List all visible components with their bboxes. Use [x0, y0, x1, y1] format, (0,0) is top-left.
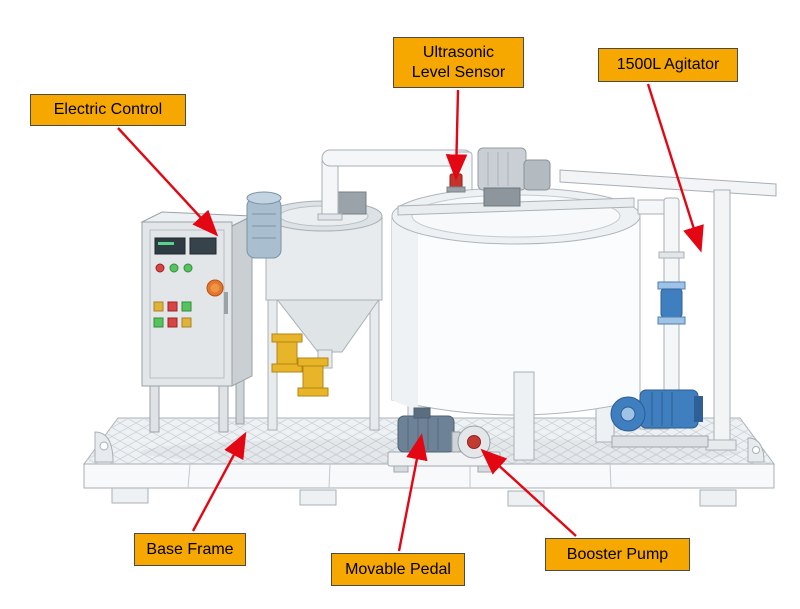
label-movable-pedal-text: Movable Pedal: [345, 560, 451, 578]
panel-button: [167, 317, 178, 328]
arrow-ultrasonic-level-sensor: [445, 89, 468, 181]
arrow-base-frame: [191, 431, 247, 532]
label-base-frame: Base Frame: [134, 533, 246, 566]
lifting-lug: [747, 437, 765, 463]
skid-foot: [699, 489, 737, 507]
arrow-agitator: [646, 83, 704, 253]
cabinet-handle: [224, 292, 228, 314]
agitator-motor: [477, 147, 551, 207]
label-electric-control: Electric Control: [30, 94, 186, 126]
control-display: [189, 237, 217, 255]
arrow-electric-control: [117, 127, 219, 237]
label-ultrasonic-level-sensor-text: Ultrasonic Level Sensor: [411, 44, 506, 81]
label-movable-pedal: Movable Pedal: [331, 553, 465, 586]
mixer-motor: [246, 191, 282, 259]
lifting-lug: [94, 431, 114, 463]
label-ultrasonic-level-sensor: Ultrasonic Level Sensor: [393, 37, 524, 88]
skid-foot: [299, 489, 337, 506]
blue-valve: [657, 281, 686, 325]
label-1500l-agitator-text: 1500L Agitator: [616, 56, 720, 74]
label-base-frame-text: Base Frame: [146, 540, 234, 558]
panel-button: [153, 317, 164, 328]
booster-pump: [610, 389, 709, 448]
agitator-tank: [391, 147, 641, 461]
indicator-light-green: [169, 263, 179, 273]
support-frame: [559, 169, 777, 451]
panel-button: [153, 301, 164, 312]
panel-button: [181, 301, 192, 312]
indicator-light-green: [183, 263, 193, 273]
indicator-light-red: [155, 263, 165, 273]
label-booster-pump-text: Booster Pump: [566, 545, 669, 563]
electric-control-cabinet: [140, 211, 254, 433]
panel-button: [167, 301, 178, 312]
label-booster-pump: Booster Pump: [545, 538, 690, 571]
arrow-booster-pump: [480, 448, 577, 537]
skid-foot: [111, 487, 149, 504]
yellow-valve: [271, 333, 303, 373]
label-electric-control-text: Electric Control: [53, 101, 163, 119]
yellow-valve: [297, 357, 329, 397]
label-1500l-agitator: 1500L Agitator: [598, 48, 738, 82]
arrow-movable-pedal: [397, 433, 428, 552]
pump-hub: [467, 435, 481, 449]
panel-button: [181, 317, 192, 328]
